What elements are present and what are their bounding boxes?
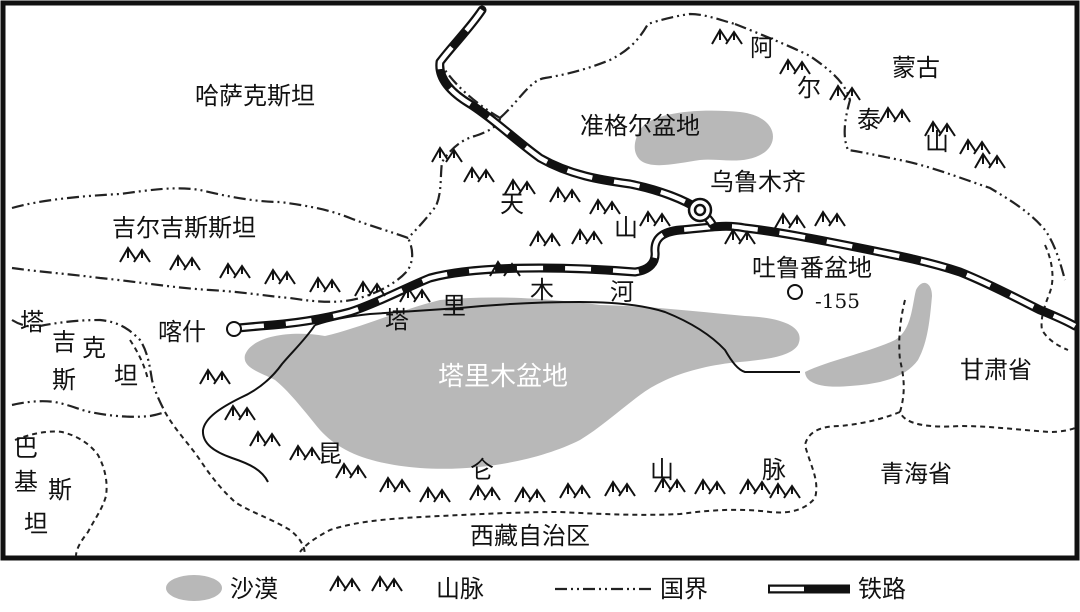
kashgar-marker[interactable] xyxy=(226,321,242,337)
label-tajikistan-5: 坦 xyxy=(114,362,138,390)
desert-areas xyxy=(244,110,932,469)
junggar-desert xyxy=(634,110,773,166)
province-borders xyxy=(14,244,1076,557)
map-border-frame xyxy=(0,0,1080,561)
label-pakistan-3: 斯 xyxy=(48,476,72,504)
label-kyrgyzstan: 吉尔吉斯斯坦 xyxy=(112,214,256,242)
legend-desert-label: 沙漠 xyxy=(230,575,278,603)
label-tianshan-2: 山 xyxy=(614,214,638,242)
label-pakistan-2: 基 xyxy=(14,468,38,496)
label-tajikistan-3: 克 xyxy=(82,334,106,362)
label-altai-2: 尔 xyxy=(797,74,821,102)
label-pakistan-4: 坦 xyxy=(24,510,48,538)
label-altai-4: 山 xyxy=(925,128,949,156)
label-tajikistan-2: 吉 xyxy=(52,328,76,356)
label-gansu: 甘肃省 xyxy=(960,356,1032,384)
legend: 沙漠 山脉 国界 铁路 xyxy=(166,575,906,603)
turpan-marker[interactable] xyxy=(787,284,803,300)
label-turpan-elevation: -155 xyxy=(815,289,860,313)
tarim-river xyxy=(201,300,800,483)
label-turpan-basin: 吐鲁番盆地 xyxy=(752,254,872,282)
label-kunlun-2: 仑 xyxy=(470,456,494,484)
label-tarim-river-4: 河 xyxy=(610,278,634,306)
legend-mountains-swatch xyxy=(329,576,403,592)
label-altai-1: 阿 xyxy=(750,34,774,62)
label-mongolia: 蒙古 xyxy=(892,54,940,82)
gansu-desert xyxy=(805,282,932,387)
label-urumqi: 乌鲁木齐 xyxy=(710,168,806,196)
label-tarim-river-1: 塔 xyxy=(385,306,409,334)
label-kashgar: 喀什 xyxy=(158,318,206,346)
legend-desert-swatch xyxy=(166,575,222,601)
legend-railway-label: 铁路 xyxy=(858,575,906,603)
label-tarim-river-3: 木 xyxy=(530,276,554,304)
taklamakan-desert xyxy=(244,297,800,469)
label-pakistan-1: 巴 xyxy=(14,434,38,462)
label-tajikistan-4: 斯 xyxy=(52,366,76,394)
label-kunlun-3: 山 xyxy=(650,456,674,484)
label-kunlun-4: 脉 xyxy=(762,456,786,484)
label-tianshan-1: 天 xyxy=(500,190,524,218)
legend-border-label: 国界 xyxy=(660,575,708,603)
label-tibet: 西藏自治区 xyxy=(470,522,590,550)
label-kazakhstan: 哈萨克斯坦 xyxy=(195,82,315,110)
urumqi-marker[interactable] xyxy=(687,197,713,223)
label-tajikistan-1: 塔 xyxy=(20,308,44,336)
legend-mountains-label: 山脉 xyxy=(436,575,484,603)
label-tarim-basin: 塔里木盆地 xyxy=(438,362,568,392)
map-labels: 哈萨克斯坦 蒙古 吉尔吉斯斯坦 准格尔盆地 乌鲁木齐 阿 尔 泰 山 天 山 吐… xyxy=(14,34,1032,550)
label-kunlun-1: 昆 xyxy=(318,440,342,468)
label-qinghai: 青海省 xyxy=(880,460,952,488)
label-junggar-basin: 准格尔盆地 xyxy=(580,112,700,140)
label-altai-3: 泰 xyxy=(857,106,881,134)
label-tarim-river-2: 里 xyxy=(442,292,466,320)
